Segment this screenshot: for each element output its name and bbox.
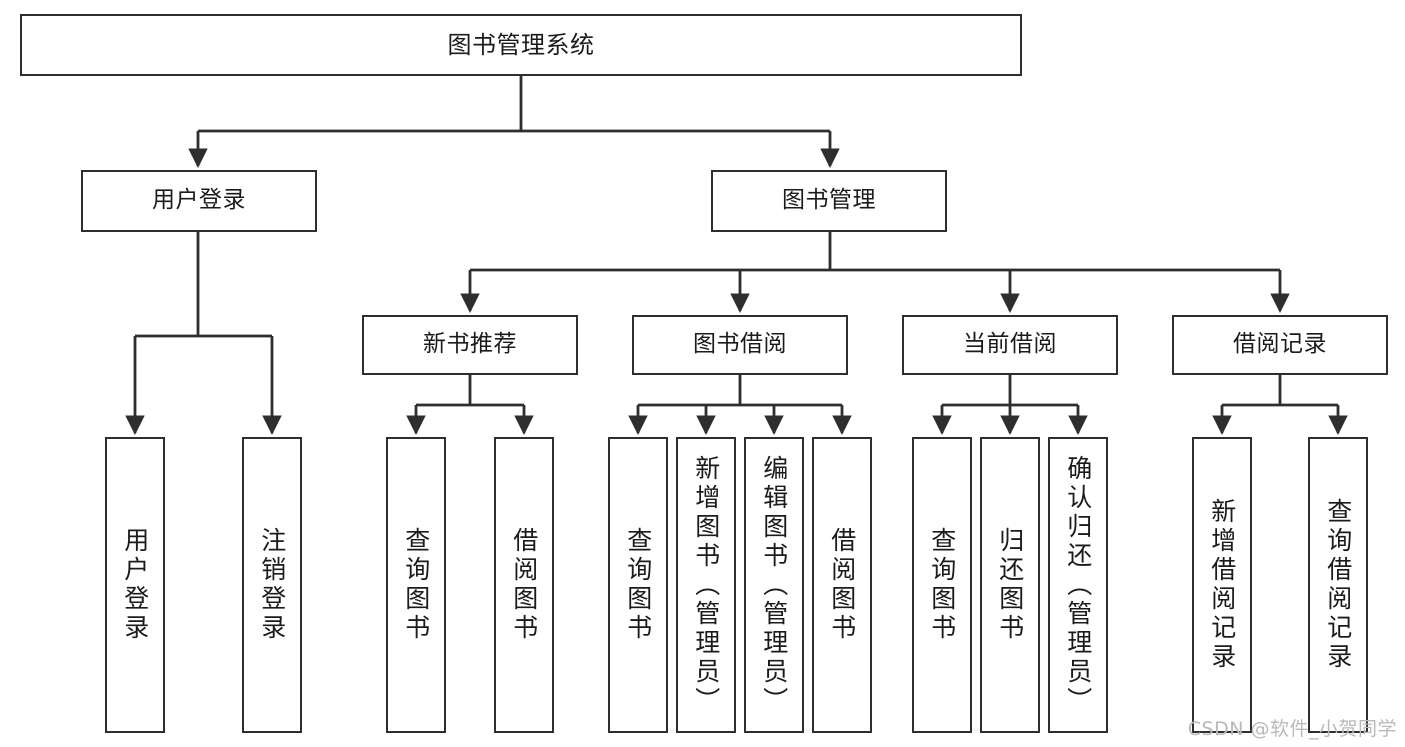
node-label: 新书推荐 — [423, 331, 517, 358]
node-leaf-return-book[interactable]: 归还图书 — [980, 437, 1040, 733]
node-book-management[interactable]: 图书管理 — [711, 170, 947, 232]
node-label: 图书管理系统 — [447, 30, 595, 59]
node-label: 图书借阅 — [693, 331, 787, 358]
node-leaf-query-record[interactable]: 查询借阅记录 — [1308, 437, 1368, 733]
node-label: 新增借阅记录 — [1207, 498, 1237, 672]
node-leaf-query-book-1[interactable]: 查询图书 — [386, 437, 446, 733]
node-user-login[interactable]: 用户登录 — [81, 170, 317, 232]
node-label: 确认归还（管理员） — [1063, 454, 1093, 716]
csdn-watermark: CSDN @软件_小贺同学 — [1187, 718, 1397, 740]
node-label: 归还图书 — [995, 527, 1025, 643]
node-label: 查询图书 — [401, 527, 431, 643]
node-borrow-record[interactable]: 借阅记录 — [1172, 315, 1388, 375]
node-label: 注销登录 — [257, 527, 287, 643]
node-current-borrow[interactable]: 当前借阅 — [902, 315, 1118, 375]
node-leaf-add-record[interactable]: 新增借阅记录 — [1192, 437, 1252, 733]
node-label: 查询图书 — [927, 527, 957, 643]
node-label: 用户登录 — [152, 187, 246, 214]
node-label: 图书管理 — [782, 187, 876, 214]
node-leaf-logout-login[interactable]: 注销登录 — [242, 437, 302, 733]
node-leaf-borrow-book-2[interactable]: 借阅图书 — [812, 437, 872, 733]
node-label: 查询图书 — [623, 527, 653, 643]
node-label: 借阅图书 — [827, 527, 857, 643]
node-label: 借阅记录 — [1233, 331, 1327, 358]
node-leaf-confirm-return[interactable]: 确认归还（管理员） — [1048, 437, 1108, 733]
node-root-book-management-system[interactable]: 图书管理系统 — [20, 14, 1022, 76]
node-leaf-user-login[interactable]: 用户登录 — [105, 437, 165, 733]
node-new-book-recommend[interactable]: 新书推荐 — [362, 315, 578, 375]
node-leaf-borrow-book-1[interactable]: 借阅图书 — [494, 437, 554, 733]
node-leaf-edit-book[interactable]: 编辑图书（管理员） — [744, 437, 804, 733]
node-label: 查询借阅记录 — [1323, 498, 1353, 672]
node-leaf-query-book-2[interactable]: 查询图书 — [608, 437, 668, 733]
node-label: 借阅图书 — [509, 527, 539, 643]
node-label: 当前借阅 — [963, 331, 1057, 358]
node-label: 用户登录 — [120, 527, 150, 643]
node-leaf-query-book-3[interactable]: 查询图书 — [912, 437, 972, 733]
node-label: 新增图书（管理员） — [691, 454, 721, 716]
node-book-borrow[interactable]: 图书借阅 — [632, 315, 848, 375]
node-label: 编辑图书（管理员） — [759, 454, 789, 716]
node-leaf-add-book[interactable]: 新增图书（管理员） — [676, 437, 736, 733]
